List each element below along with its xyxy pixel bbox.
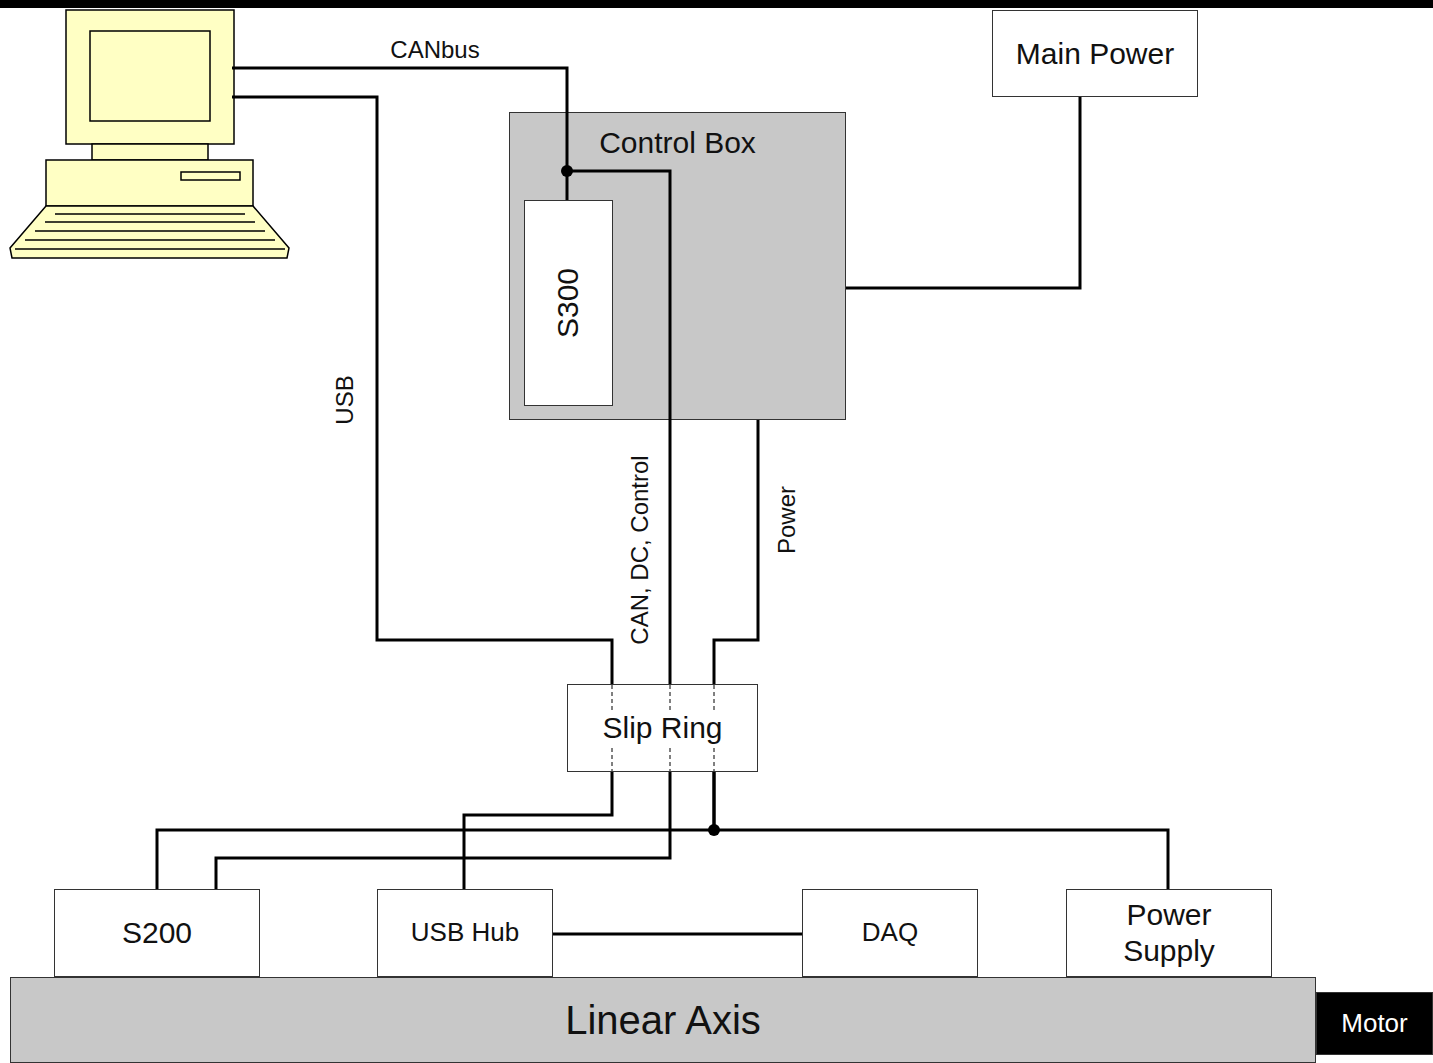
node-label: Linear Axis xyxy=(565,996,761,1044)
monitor-neck xyxy=(92,144,208,160)
node-label: S200 xyxy=(122,915,192,951)
drive-slot xyxy=(181,172,240,180)
wire-connector xyxy=(714,772,1168,889)
passthrough-line xyxy=(714,685,715,771)
hub-box: USB Hub xyxy=(377,889,553,977)
passthrough-line xyxy=(670,685,671,771)
node-label: Motor xyxy=(1341,1008,1407,1039)
wire-connector xyxy=(553,933,802,936)
canbus-wire xyxy=(232,68,567,171)
linear-axis-band: Linear Axis xyxy=(10,977,1316,1063)
monitor xyxy=(66,10,234,144)
wire-connector xyxy=(567,171,670,684)
power-box: Main Power xyxy=(992,10,1198,97)
computer-icon xyxy=(10,10,289,258)
signal-label: CAN, DC, Control xyxy=(626,455,654,644)
wire-connector xyxy=(157,772,714,889)
top-band xyxy=(0,0,1433,8)
screen xyxy=(90,31,210,121)
signal-label: Power xyxy=(773,486,801,554)
node-label: USB Hub xyxy=(411,917,519,948)
node-label: Control Box xyxy=(599,125,756,161)
passthrough-line xyxy=(612,685,613,771)
wire-connector xyxy=(714,420,758,684)
node-label: DAQ xyxy=(862,917,918,948)
node-label: S300 xyxy=(550,268,586,338)
keyboard xyxy=(10,206,289,258)
slip-ring-box: Slip Ring xyxy=(567,684,758,772)
wire-label: CANbus xyxy=(390,36,479,64)
controller-box: S200 xyxy=(54,889,260,977)
slip-ring-passthrough xyxy=(612,685,714,771)
wire-label: USB xyxy=(331,375,359,424)
wire-connector xyxy=(846,97,1080,288)
node-label: Slip Ring xyxy=(600,710,724,746)
layout-wires xyxy=(232,68,612,684)
node-label: Power Supply xyxy=(1089,897,1249,969)
motor-box: Motor xyxy=(1316,992,1433,1055)
usb-wire xyxy=(232,97,612,684)
control-box: Control BoxS300 xyxy=(509,112,846,420)
node-label: Main Power xyxy=(1016,36,1174,72)
computer-base xyxy=(46,160,253,206)
daq-box: DAQ xyxy=(802,889,978,977)
keyboard-keys xyxy=(15,214,285,249)
power-supply-box: Power Supply xyxy=(1066,889,1272,977)
controller-box: S300 xyxy=(524,200,613,406)
